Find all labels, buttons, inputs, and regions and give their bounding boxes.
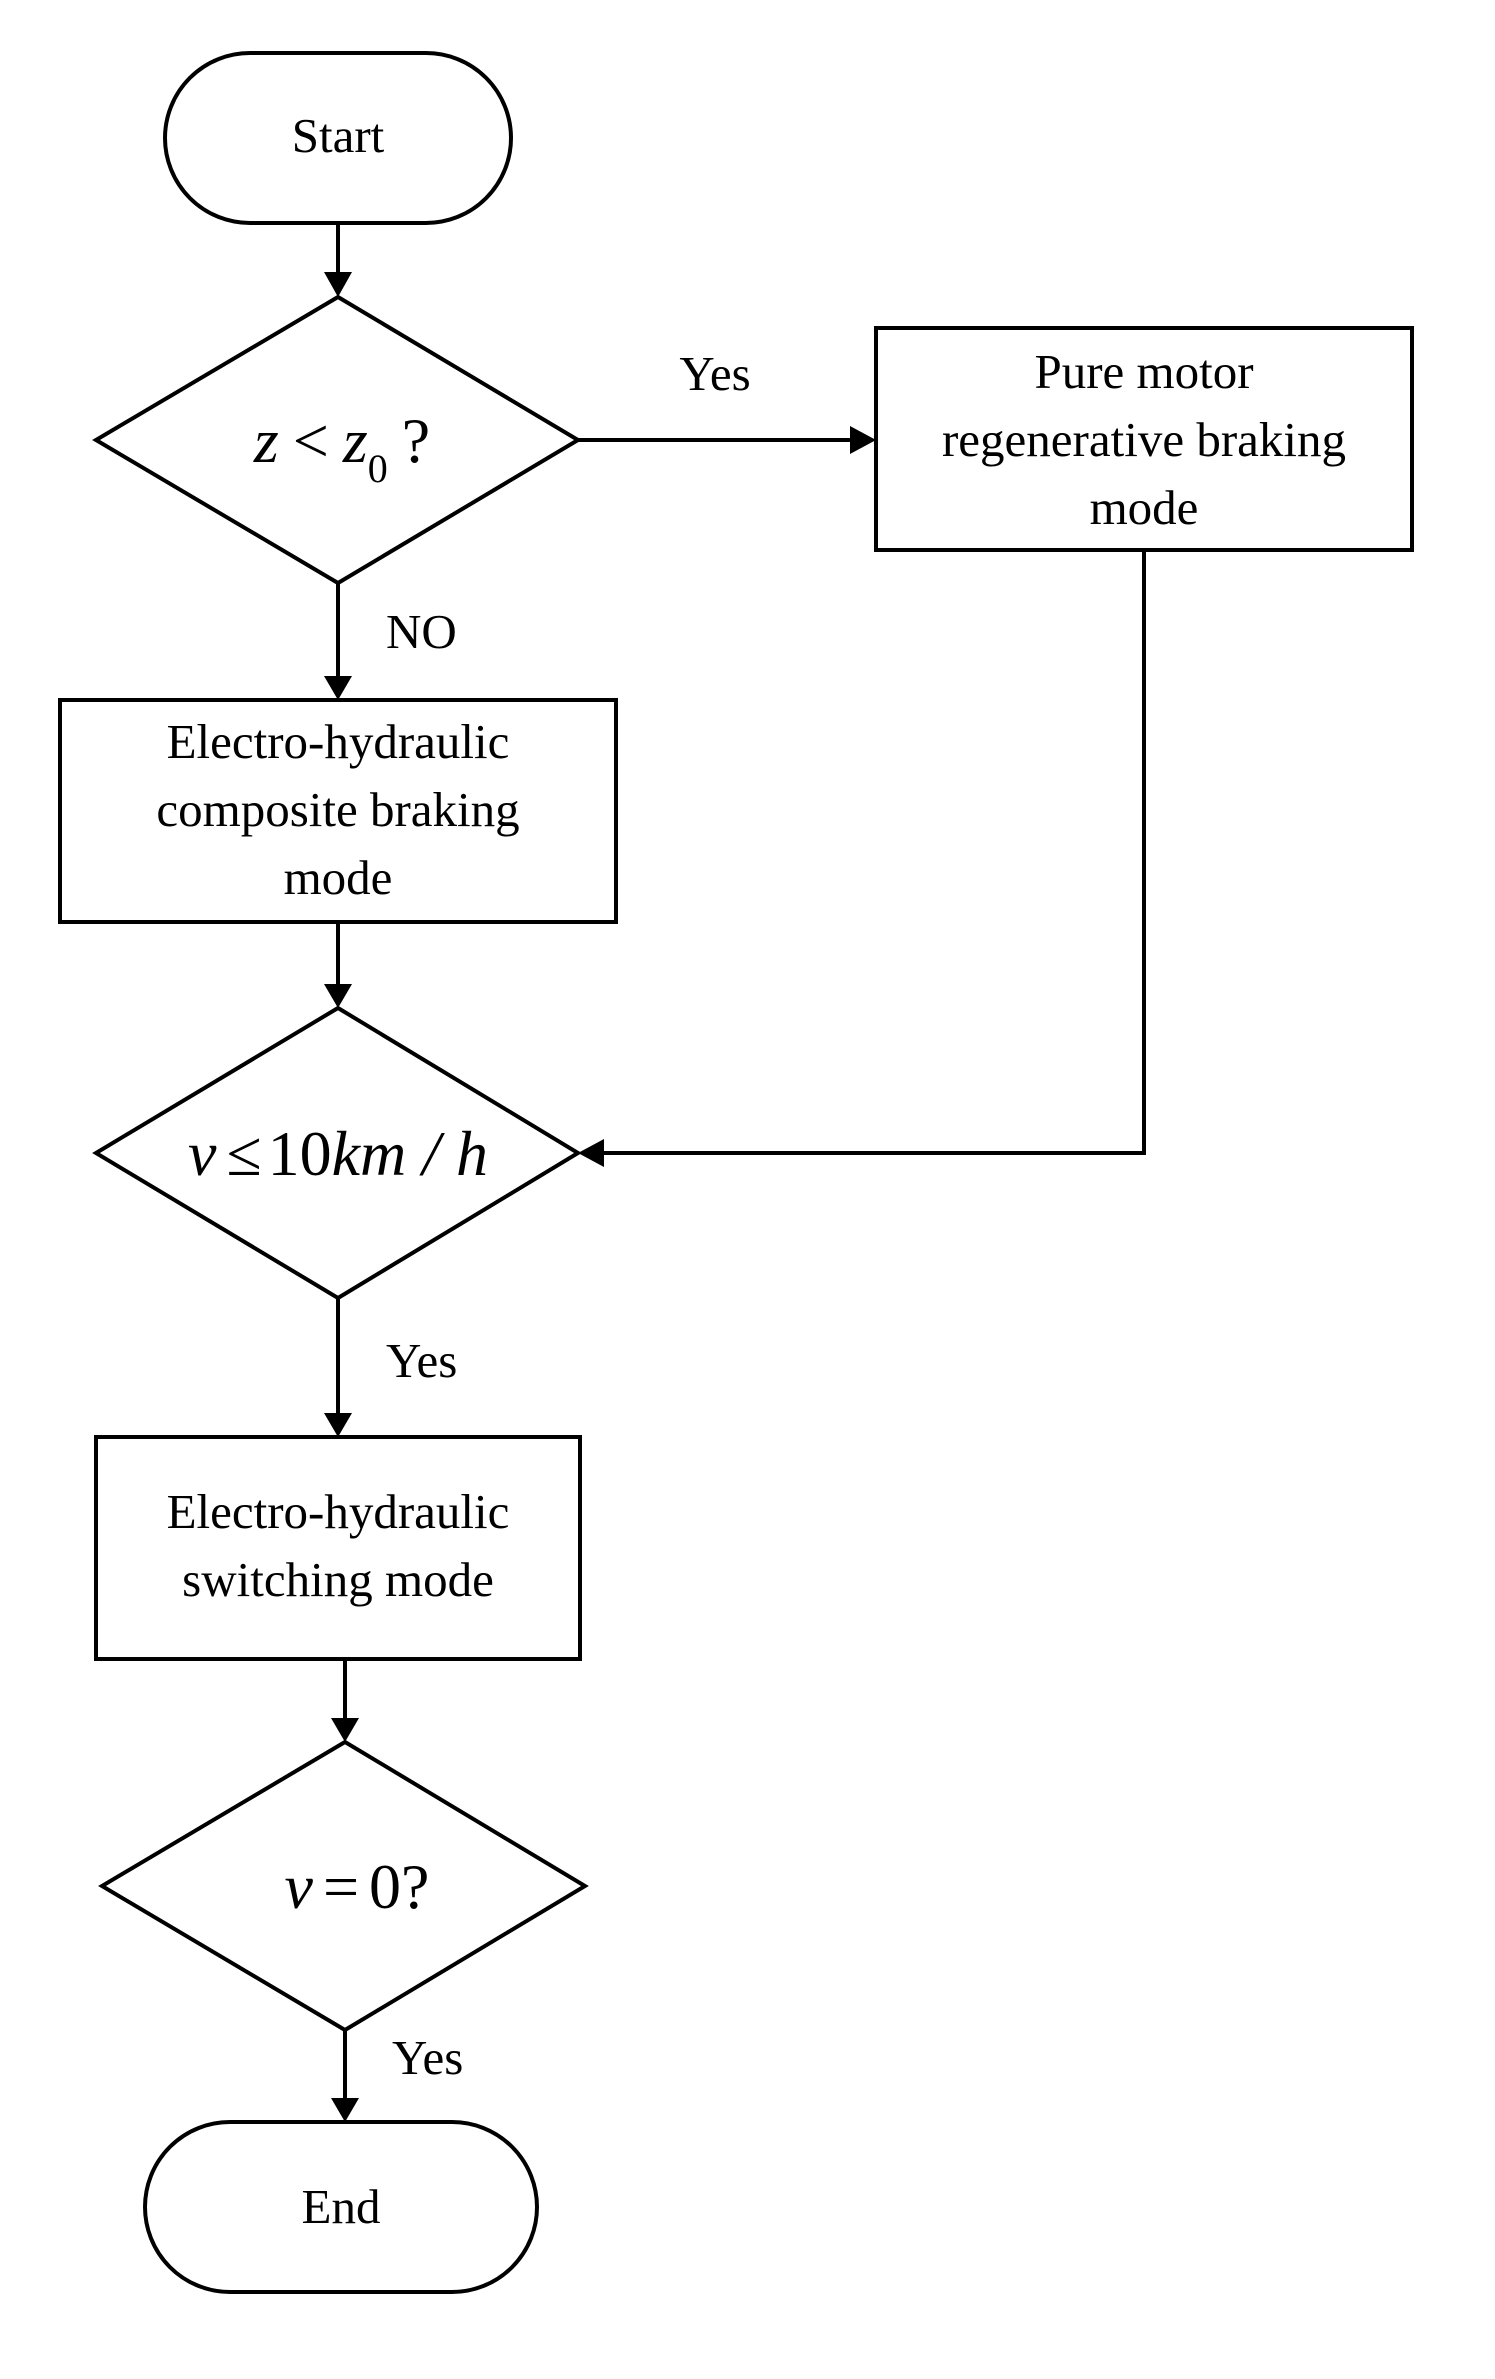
composite-mode-line-1: Electro-hydraulic <box>167 714 510 769</box>
edge-label-no: NO <box>386 604 457 659</box>
start-terminal: Start <box>163 51 513 225</box>
edge-label-yes-switching: Yes <box>386 1333 457 1388</box>
edge-label-yes-end: Yes <box>392 2030 463 2085</box>
motor-mode-line-1: Pure motor <box>1034 344 1253 399</box>
arrow-switching-to-decision-v0 <box>331 1659 359 1742</box>
decision-v-equals-0: v=0? <box>98 1739 589 2033</box>
arrow-decision-v10-to-switching-mode: Yes <box>324 1298 457 1437</box>
composite-mode-line-2: composite braking <box>156 782 519 837</box>
decision-v-le-10: v≤10km / h <box>92 1005 582 1301</box>
motor-mode-line-2: regenerative braking <box>942 412 1346 467</box>
edge-label-yes-motor: Yes <box>679 346 750 401</box>
switching-mode-box: Electro-hydraulic switching mode <box>94 1435 582 1661</box>
arrow-decision-z-to-composite-mode: NO <box>324 583 457 700</box>
composite-braking-mode-box: Electro-hydraulic composite braking mode <box>58 698 618 924</box>
arrow-decision-v0-to-end: Yes <box>331 2030 463 2122</box>
switching-mode-line-2: switching mode <box>182 1552 494 1607</box>
arrow-decision-z-to-motor-mode: Yes <box>578 346 876 454</box>
motor-regenerative-mode-box: Pure motor regenerative braking mode <box>874 326 1414 552</box>
arrow-motor-mode-to-decision-v10 <box>578 550 1146 1167</box>
arrow-composite-to-decision-v10 <box>324 922 352 1008</box>
decision-z-less-than-z0: z<z0? <box>92 294 582 586</box>
decision-z-text: z<z0? <box>253 405 430 491</box>
composite-mode-line-3: mode <box>284 850 393 905</box>
arrow-start-to-decision-z <box>324 223 352 297</box>
switching-mode-line-1: Electro-hydraulic <box>167 1484 510 1539</box>
decision-v0-text: v=0? <box>285 1851 430 1922</box>
start-label: Start <box>292 108 385 163</box>
end-terminal: End <box>143 2120 539 2294</box>
motor-mode-line-3: mode <box>1090 480 1199 535</box>
end-label: End <box>302 2179 381 2234</box>
decision-v10-text: v≤10km / h <box>188 1118 488 1189</box>
